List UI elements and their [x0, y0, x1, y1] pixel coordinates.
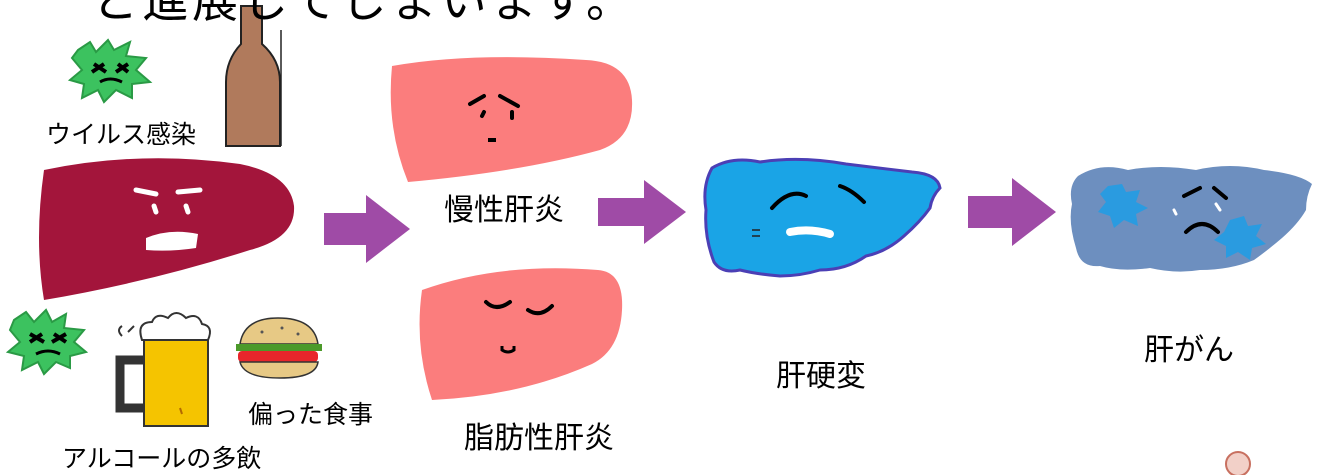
cause-label-virus: ウイルス感染	[46, 120, 197, 149]
header-text-fragment: と進展してしまいます。	[92, 0, 637, 28]
cirrhosis-liver-icon	[703, 157, 942, 278]
stage-label-liver-cancer: 肝がん	[1144, 333, 1234, 368]
cause-label-diet: 偏った食事	[248, 400, 374, 429]
stage-label-cirrhosis: 肝硬変	[776, 359, 866, 394]
virus-icon	[5, 308, 89, 376]
beer-mug-icon	[115, 312, 211, 427]
fatty-hepatitis-liver-icon	[419, 268, 623, 400]
progression-arrow	[598, 180, 686, 244]
healthy-liver-icon	[39, 158, 295, 300]
liquor-bottle-icon	[225, 5, 282, 147]
virus-icon	[67, 38, 153, 104]
page-marker-circle	[1225, 451, 1251, 475]
stage-label-chronic-hepatitis: 慢性肝炎	[444, 193, 564, 228]
stage-label-fatty-hepatitis: 脂肪性肝炎	[464, 421, 614, 456]
chronic-hepatitis-liver-icon	[390, 57, 633, 182]
liver-cancer-liver-icon	[1070, 166, 1312, 272]
progression-arrow	[968, 178, 1056, 246]
cause-label-alcohol: アルコールの多飲	[62, 444, 262, 473]
hamburger-icon	[236, 317, 322, 379]
progression-arrow	[324, 195, 410, 263]
